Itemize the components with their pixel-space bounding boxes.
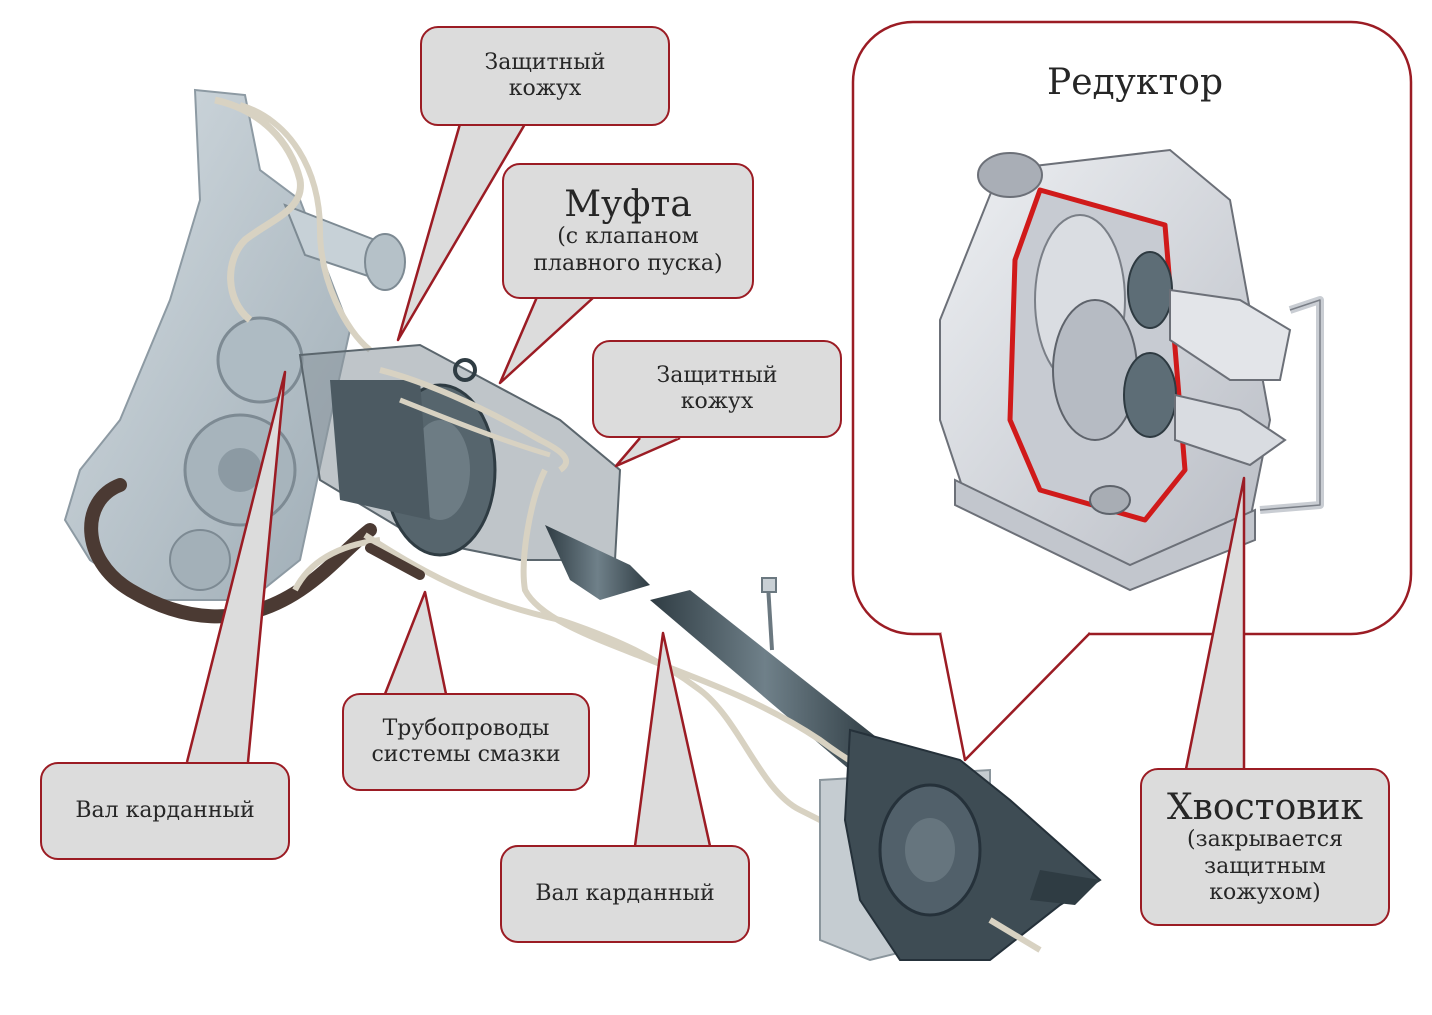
engine-housing (63, 88, 406, 601)
callout-text-line1: Трубопроводы (382, 715, 550, 741)
callout-cardan-shaft-left: Вал карданный (40, 762, 290, 860)
gearbox-assembly (819, 728, 1102, 962)
callout-text: Вал карданный (75, 797, 255, 823)
callout-protective-cover-top: Защитный кожух (420, 26, 670, 126)
callout-protective-cover-mid: Защитный кожух (592, 340, 842, 438)
reducer-inset-pointer (938, 632, 1091, 762)
callout-pointers (185, 123, 1246, 847)
dipstick (761, 577, 777, 651)
callout-text-line1: Защитный (656, 362, 778, 388)
cardan-shaft (545, 525, 880, 770)
drain-hose (84, 478, 377, 624)
coupling-line1: (с клапаном (557, 224, 699, 250)
callout-text-line2: системы смазки (371, 742, 561, 767)
starter-motor (283, 203, 406, 291)
shank-title: Хвостовик (1166, 786, 1364, 828)
callout-text: Вал карданный (535, 880, 715, 906)
pointer-cover-mid (614, 436, 681, 468)
pointer-shaft-left (185, 370, 287, 763)
callout-coupling: Муфта (с клапаном плавного пуска) (502, 163, 754, 299)
reducer-title: Редуктор (1046, 62, 1223, 103)
coupling-assembly (298, 343, 622, 561)
pointer-coupling (498, 296, 595, 385)
coupling-line2: плавного пуска) (533, 250, 723, 276)
callout-shank: Хвостовик (закрывается защитным кожухом) (1140, 768, 1390, 926)
shank-line3: кожухом) (1209, 879, 1321, 905)
callout-text-line2: кожух (680, 389, 754, 414)
pointer-pipes (383, 590, 448, 695)
reducer-cutaway (939, 148, 1324, 592)
pointer-shaft-bottom (633, 631, 712, 847)
coupling-title: Муфта (564, 183, 692, 225)
callout-cardan-shaft-bottom: Вал карданный (500, 845, 750, 943)
shank-line1: (закрывается (1187, 827, 1343, 853)
callout-text-line1: Защитный (484, 49, 606, 75)
shank-line2: защитным (1204, 853, 1326, 879)
pointer-shank (1184, 476, 1246, 770)
callout-text-line2: кожух (508, 76, 582, 101)
callout-lubrication-pipes: Трубопроводы системы смазки (342, 693, 590, 791)
pointer-cover-top (396, 123, 527, 342)
